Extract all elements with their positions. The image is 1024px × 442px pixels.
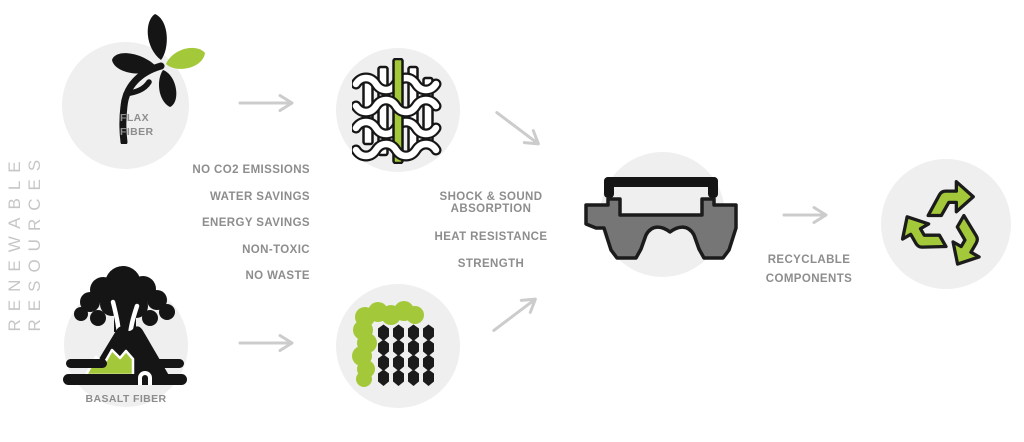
arrow-mat-to-car-icon	[492, 297, 537, 332]
flax-label-line2: FIBER	[120, 125, 154, 138]
recycle-node-circle	[881, 159, 1011, 289]
property-item: SHOCK & SOUND ABSORPTION	[439, 191, 543, 215]
property-item: HEAT RESISTANCE	[434, 230, 548, 243]
properties-list: SHOCK & SOUND ABSORPTION HEAT RESISTANCE…	[398, 191, 584, 286]
benefits-list: NO CO2 EMISSIONS WATER SAVINGS ENERGY SA…	[150, 164, 310, 297]
arrow-flax-to-weave-icon	[238, 94, 294, 112]
property-item: STRENGTH	[457, 258, 525, 270]
side-title: RENEWABLE RESOURCES	[5, 151, 44, 332]
recyclable-components-label: RECYCLABLE COMPONENTS	[748, 251, 870, 289]
arrow-basalt-to-mat-icon	[238, 334, 294, 352]
output-label-line2: COMPONENTS	[765, 273, 853, 285]
arrow-weave-to-car-icon	[495, 111, 540, 146]
benefit-item: WATER SAVINGS	[210, 190, 310, 203]
benefit-item: NO CO2 EMISSIONS	[192, 164, 310, 176]
flax-flower-icon	[112, 14, 205, 144]
arrow-car-to-recycle-icon	[782, 206, 828, 224]
output-label-line1: RECYCLABLE	[767, 254, 851, 266]
benefit-item: NO WASTE	[245, 270, 310, 282]
volcano-icon	[63, 266, 187, 385]
benefit-item: ENERGY SAVINGS	[201, 217, 310, 229]
benefit-item: NON-TOXIC	[242, 243, 310, 256]
basalt-fiber-label: BASALT FIBER	[85, 393, 167, 405]
car-component-icon	[584, 177, 738, 260]
flax-label-line1: FLAX	[120, 112, 150, 124]
fiber-mat-icon	[352, 301, 434, 387]
recycling-arrows-icon	[899, 180, 993, 271]
flax-fiber-label: FLAX FIBER	[120, 112, 154, 139]
woven-fabric-icon	[352, 58, 442, 164]
